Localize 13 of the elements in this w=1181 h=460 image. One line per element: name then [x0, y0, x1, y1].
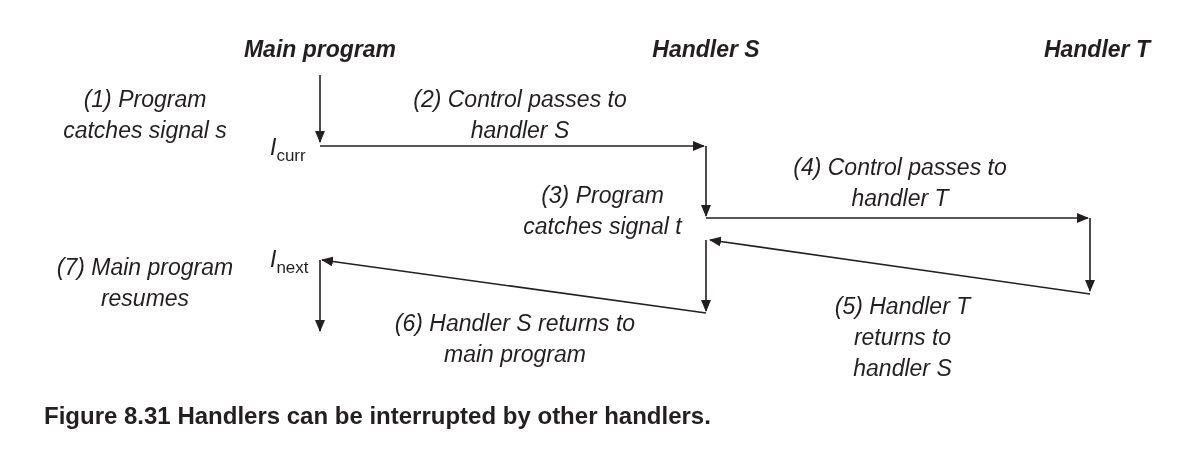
column-heading: Handler T	[1043, 36, 1150, 62]
step-label: (3) Program catches signal t	[523, 182, 682, 239]
instruction-label: I$_{curr}$	[270, 134, 306, 160]
step-label: (2) Control passes to handler S	[413, 86, 627, 143]
step-label: (6) Handler S returns to main program	[394, 310, 636, 367]
step-label: (1) Program catches signal s	[63, 86, 227, 143]
step-label: (5) Handler T returns to handler S	[834, 293, 971, 381]
figure-caption: Figure 8.31 Handlers can be interrupted by other handlers.	[44, 402, 711, 430]
step-label: (4) Control passes to handler T	[793, 154, 1007, 211]
step-label: (7) Main program resumes	[56, 254, 234, 311]
column-heading: Main program	[243, 36, 397, 62]
instruction-label: I$_{next}$	[270, 246, 309, 272]
column-heading: Handler S	[652, 36, 760, 62]
